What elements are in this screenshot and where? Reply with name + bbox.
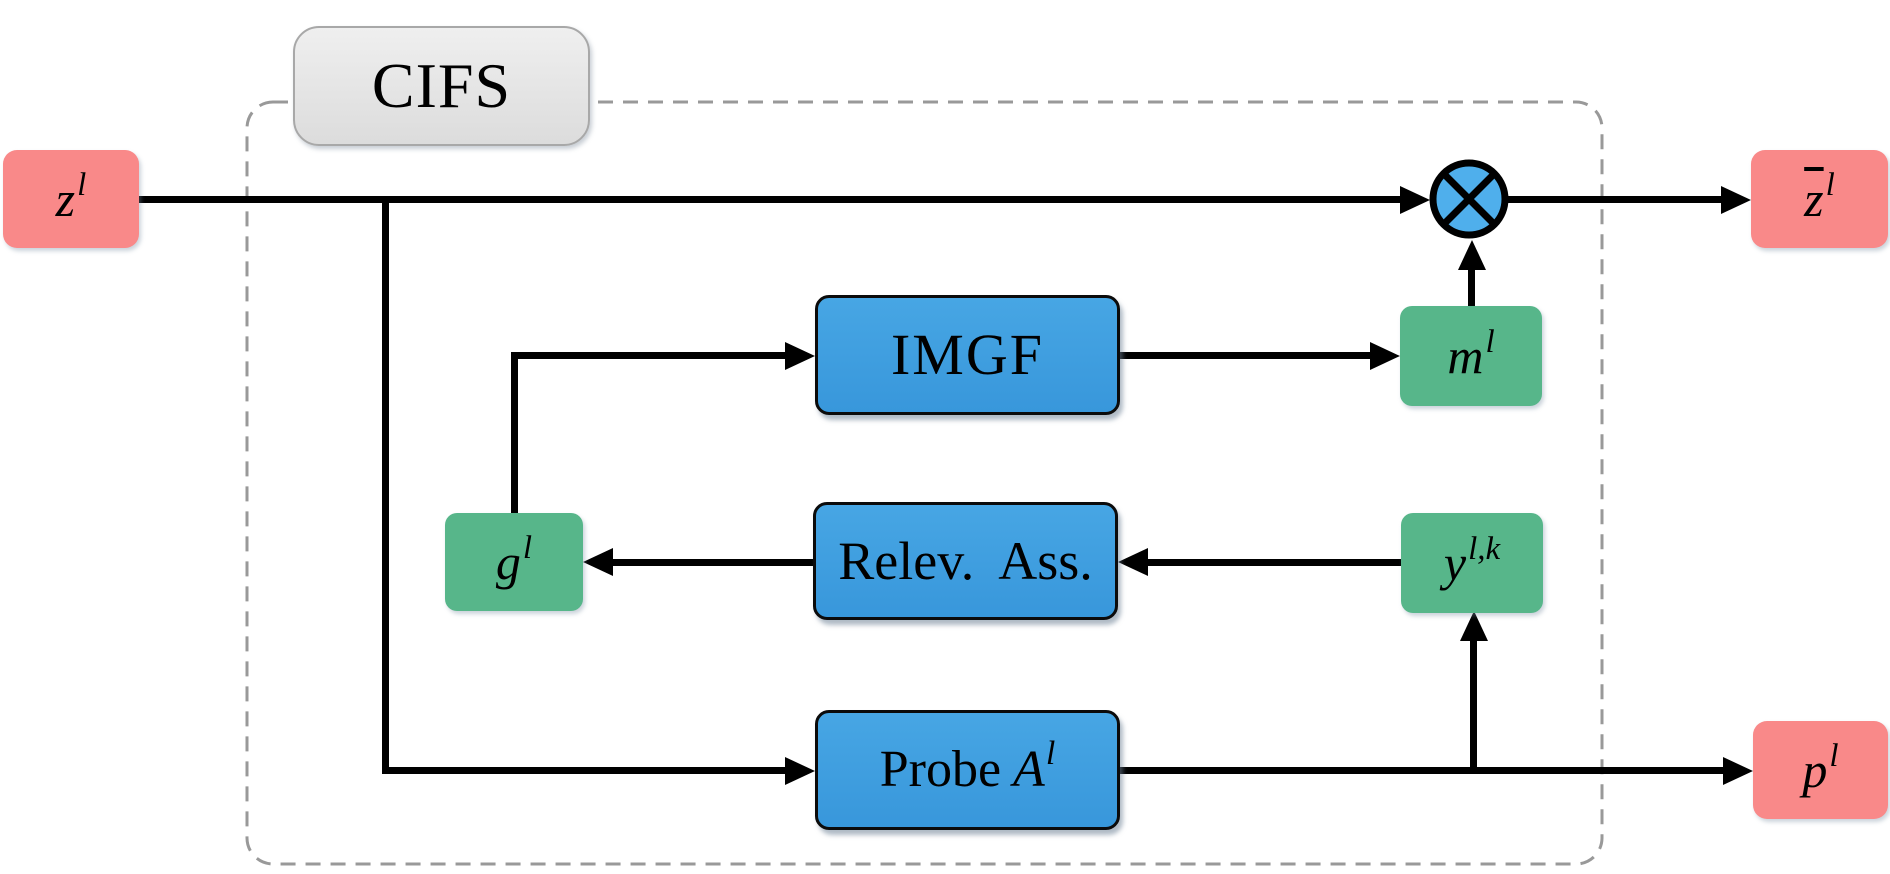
signal-node-m: ml [1400, 306, 1542, 406]
signal-node-g-label: gl [495, 530, 533, 590]
signal-node-g: gl [445, 513, 583, 611]
otimes-icon [1429, 159, 1509, 239]
module-relevance-assessment: Relev. Ass. [813, 502, 1118, 620]
input-node-z: zl [3, 150, 139, 248]
edge-imgf-to-m [1120, 352, 1370, 359]
edge-probe-to-y [1470, 639, 1477, 772]
arrowhead-into-m [1370, 342, 1400, 370]
edge-y-to-relev [1146, 559, 1403, 566]
module-imgf: IMGF [815, 295, 1120, 415]
edge-relev-to-g [611, 559, 813, 566]
module-imgf-label: IMGF [890, 322, 1045, 387]
multiply-operator [1429, 159, 1509, 239]
edge-multiply-to-zbar [1507, 196, 1723, 203]
arrowhead-into-multiply [1400, 186, 1430, 214]
arrowhead-into-p [1723, 757, 1753, 785]
output-node-p: pl [1753, 721, 1888, 819]
signal-node-m-label: ml [1447, 324, 1495, 384]
output-node-zbar: zl [1751, 150, 1888, 248]
edge-z-to-multiply [139, 196, 1401, 203]
edge-branch-to-probe [382, 767, 786, 774]
cifs-label-text: CIFS [371, 50, 512, 121]
arrowhead-into-y [1460, 611, 1488, 641]
output-node-zbar-label: zl [1804, 167, 1835, 227]
signal-node-y: yl,k [1401, 513, 1543, 613]
arrowhead-into-multiply-bottom [1458, 240, 1486, 270]
arrowhead-into-relev [1118, 548, 1148, 576]
module-relevance-assessment-label: Relev. Ass. [838, 531, 1093, 591]
arrowhead-into-imgf [785, 342, 815, 370]
arrowhead-into-probe [785, 757, 815, 785]
cifs-dashed-container [245, 100, 1604, 866]
output-node-p-label: pl [1802, 738, 1839, 798]
edge-g-to-imgf [511, 352, 785, 359]
signal-node-y-label: yl,k [1443, 531, 1501, 591]
edge-g-riser [511, 352, 518, 515]
edge-probe-to-p [1120, 767, 1724, 774]
arrowhead-into-g [583, 548, 613, 576]
arrowhead-into-zbar [1721, 186, 1751, 214]
edge-m-to-multiply [1468, 268, 1475, 306]
cifs-label: CIFS [293, 26, 590, 146]
edge-branch-vertical [382, 196, 389, 771]
input-node-z-label: zl [55, 167, 87, 227]
